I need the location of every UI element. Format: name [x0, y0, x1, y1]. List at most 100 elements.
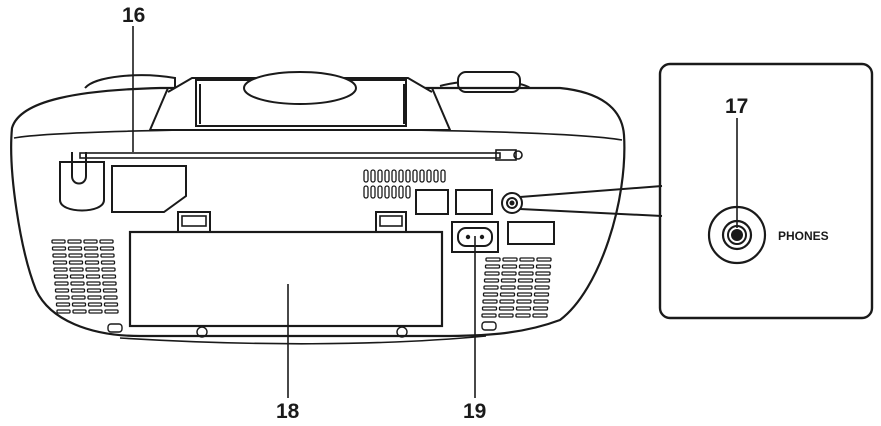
grille-slot: [55, 302, 71, 307]
grille-slot: [532, 313, 548, 318]
vent-slot: [398, 169, 404, 183]
grille-slot: [519, 257, 535, 262]
grille-slot: [500, 278, 517, 283]
vent-slot: [405, 169, 411, 183]
grille-slot: [536, 257, 552, 262]
grille-slot: [498, 306, 515, 311]
grille-slot: [70, 288, 86, 293]
grille-slot: [103, 295, 118, 300]
grille-slot: [99, 239, 114, 244]
callout-18: 18: [276, 400, 300, 423]
vent-slot: [405, 185, 411, 199]
grille-slot: [103, 302, 119, 307]
vent-slot: [433, 169, 439, 183]
grille-slot: [498, 313, 514, 318]
vent-slot: [412, 169, 418, 183]
grille-slot: [515, 306, 532, 311]
vent-slot: [419, 169, 425, 183]
grille-slot: [86, 281, 101, 286]
grille-slot: [482, 299, 498, 304]
grille-slot: [51, 239, 66, 244]
grille-slot: [515, 313, 531, 318]
grille-slot: [483, 285, 499, 290]
grille-slot: [85, 267, 100, 272]
grille-slot: [87, 295, 102, 300]
grille-slot: [532, 306, 549, 311]
grille-slot: [52, 260, 68, 265]
grille-slot: [483, 278, 500, 283]
grille-slot: [69, 274, 85, 279]
grille-slot: [100, 253, 115, 258]
grille-slot: [535, 271, 551, 276]
grille-slot: [87, 302, 103, 307]
grille-slot: [517, 278, 534, 283]
phones-inset: PHONES: [658, 62, 874, 320]
grille-slot: [84, 260, 100, 265]
grille-slot: [534, 278, 551, 283]
grille-slot: [68, 253, 83, 258]
grille-slot: [51, 246, 67, 251]
phones-jack-on-unit: [501, 192, 523, 214]
grille-slot: [101, 267, 116, 272]
grille-slot: [67, 239, 82, 244]
vent-slots: [363, 169, 446, 199]
grille-slot: [86, 288, 102, 293]
grille-slot: [500, 285, 516, 290]
grille-slot: [534, 285, 550, 290]
grille-slot: [69, 267, 84, 272]
grille-slot: [516, 299, 532, 304]
cd-lid: [148, 71, 452, 131]
grille-slot: [56, 309, 71, 314]
vent-slot: [377, 169, 383, 183]
grille-slot: [518, 271, 534, 276]
vent-slot: [391, 185, 397, 199]
grille-slot: [54, 288, 70, 293]
grille-slot: [484, 271, 500, 276]
grille-slot: [533, 292, 550, 297]
phones-label: PHONES: [778, 229, 829, 243]
grille-slot: [533, 299, 549, 304]
left-speaker-grille: [51, 239, 119, 314]
grille-slot: [53, 274, 69, 279]
grille-slot: [104, 309, 119, 314]
grille-slot: [517, 285, 533, 290]
zoom-leader: [519, 185, 663, 217]
vent-slot: [370, 185, 376, 199]
grille-slot: [71, 302, 87, 307]
grille-slot: [485, 257, 501, 262]
grille-slot: [83, 239, 98, 244]
grille-slot: [83, 246, 99, 251]
callout-leaders: [132, 26, 738, 398]
grille-slot: [70, 281, 85, 286]
callout-17: 17: [725, 95, 748, 118]
vent-slot: [363, 185, 369, 199]
battery-cover: [128, 211, 444, 328]
right-speaker-grille: [481, 257, 552, 318]
grille-slot: [484, 264, 501, 269]
callout-16: 16: [122, 4, 145, 27]
grille-slot: [516, 292, 533, 297]
grille-slot: [99, 246, 115, 251]
grille-slot: [85, 274, 101, 279]
grille-slot: [55, 295, 70, 300]
vent-slot: [377, 185, 383, 199]
telescopic-antenna: [59, 149, 523, 212]
grille-slot: [499, 292, 516, 297]
grille-slot: [481, 306, 498, 311]
grille-slot: [502, 257, 518, 262]
callout-19: 19: [463, 400, 486, 423]
grille-slot: [68, 260, 84, 265]
vent-slot: [384, 185, 390, 199]
grille-slot: [481, 313, 497, 318]
grille-slot: [535, 264, 552, 269]
grille-slot: [88, 309, 103, 314]
grille-slot: [501, 271, 517, 276]
grille-slot: [518, 264, 535, 269]
label-plate: [111, 165, 187, 213]
vent-slot: [426, 169, 432, 183]
grille-slot: [72, 309, 87, 314]
vent-slot: [363, 169, 369, 183]
grille-slot: [71, 295, 86, 300]
